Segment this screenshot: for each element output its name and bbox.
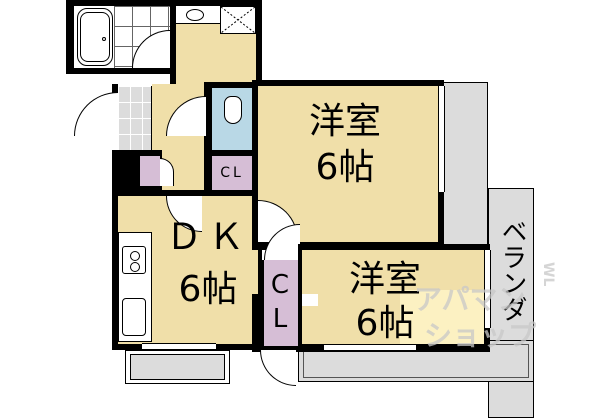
- closet-tall-label-bottom: L: [272, 304, 288, 334]
- toilet-icon: [224, 96, 242, 124]
- shoe-box-icon: [140, 156, 160, 186]
- entrance-genkan: [118, 86, 152, 150]
- washer-space-icon: [220, 6, 256, 34]
- room2-name: 洋室: [348, 259, 421, 300]
- dk-room-size: 6帖: [178, 269, 238, 310]
- room2-window-bottom[interactable]: [324, 344, 416, 351]
- closet-tall-label-top: C: [270, 270, 290, 300]
- closet-tall-door-top[interactable]: [302, 294, 318, 306]
- sink-icon: [186, 9, 204, 21]
- kitchen-sink-icon: [122, 298, 146, 336]
- dk-room-name: ＤＫ: [165, 217, 250, 258]
- room2-window-right[interactable]: [484, 250, 491, 328]
- closet-small-label: CL: [220, 165, 244, 181]
- watermark-bg: [400, 290, 484, 344]
- closet-tall-exit-door[interactable]: [260, 350, 296, 386]
- watermark-line2: ショップ: [424, 319, 537, 352]
- room1-window[interactable]: [438, 86, 445, 192]
- room1-size: 6帖: [315, 147, 375, 188]
- stove-icon: [122, 246, 146, 274]
- balcony: [440, 82, 488, 250]
- dk-window[interactable]: [142, 343, 216, 350]
- closet-tall-body: [258, 260, 298, 346]
- balcony-label: ベランダ: [497, 218, 527, 322]
- room1-name: 洋室: [308, 101, 381, 142]
- dk-balcony: [130, 354, 225, 380]
- entrance-door[interactable]: [74, 92, 118, 136]
- watermark-line1: アパマン: [414, 283, 526, 316]
- watermark-small: WL: [540, 262, 556, 287]
- bathtub-drain: [102, 37, 106, 41]
- closet-small: [212, 156, 252, 194]
- room2-size: 6帖: [355, 303, 415, 344]
